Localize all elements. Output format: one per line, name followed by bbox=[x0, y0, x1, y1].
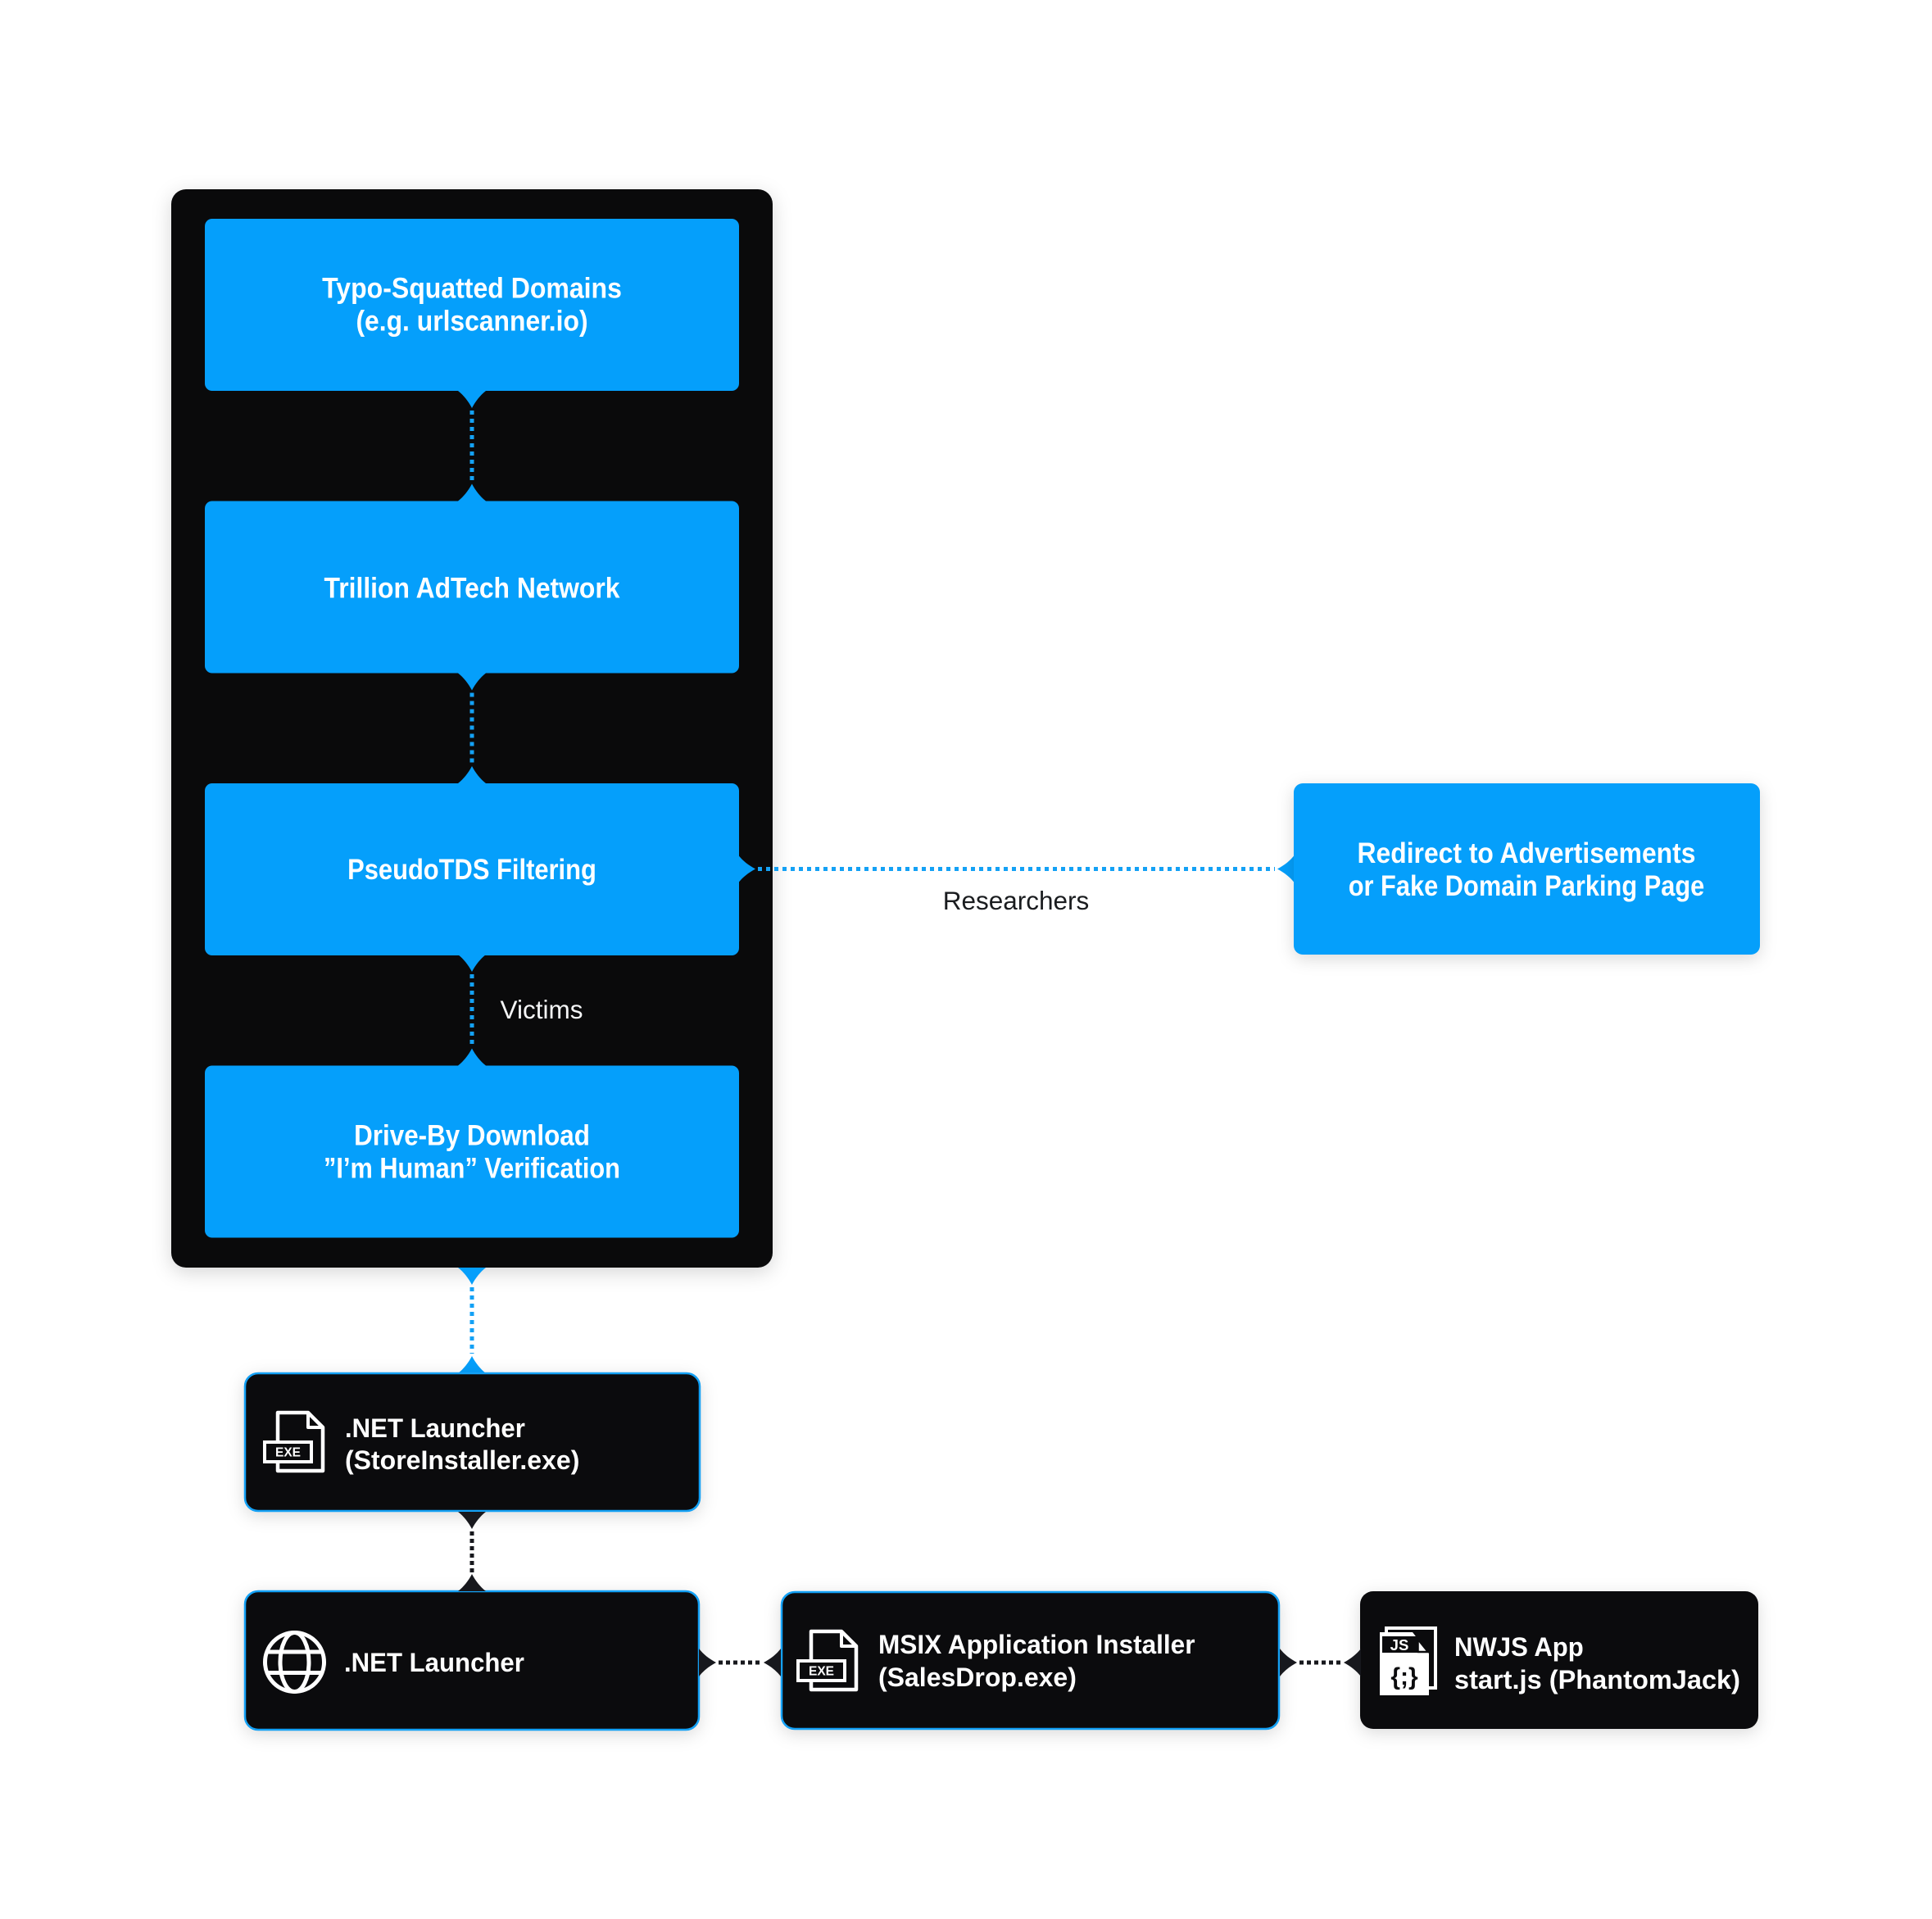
svg-text:(e.g. urlscanner.io): (e.g. urlscanner.io) bbox=[356, 306, 587, 338]
svg-text:PseudoTDS Filtering: PseudoTDS Filtering bbox=[347, 853, 596, 885]
svg-text:start.js (PhantomJack): start.js (PhantomJack) bbox=[1454, 1665, 1740, 1694]
svg-text:(StoreInstaller.exe): (StoreInstaller.exe) bbox=[345, 1445, 579, 1475]
svg-text:Drive-By Download: Drive-By Download bbox=[354, 1120, 590, 1152]
svg-text:”I’m Human” Verification: ”I’m Human” Verification bbox=[324, 1152, 620, 1184]
svg-text:.NET Launcher: .NET Launcher bbox=[344, 1648, 524, 1677]
svg-text:Researchers: Researchers bbox=[943, 886, 1090, 915]
svg-text:Trillion AdTech Network: Trillion AdTech Network bbox=[324, 573, 620, 605]
svg-text:MSIX Application Installer: MSIX Application Installer bbox=[878, 1630, 1195, 1659]
svg-text:JS: JS bbox=[1390, 1636, 1409, 1654]
svg-text:Victims: Victims bbox=[501, 995, 583, 1024]
svg-text:or Fake Domain Parking Page: or Fake Domain Parking Page bbox=[1349, 869, 1705, 901]
svg-text:NWJS App: NWJS App bbox=[1454, 1632, 1584, 1663]
svg-text:Typo-Squatted Domains: Typo-Squatted Domains bbox=[322, 273, 622, 305]
svg-text:.NET Launcher: .NET Launcher bbox=[345, 1413, 525, 1443]
svg-text:Redirect to Advertisements: Redirect to Advertisements bbox=[1358, 838, 1696, 870]
svg-text:(SalesDrop.exe): (SalesDrop.exe) bbox=[878, 1663, 1077, 1692]
svg-text:{;}: {;} bbox=[1390, 1663, 1418, 1690]
